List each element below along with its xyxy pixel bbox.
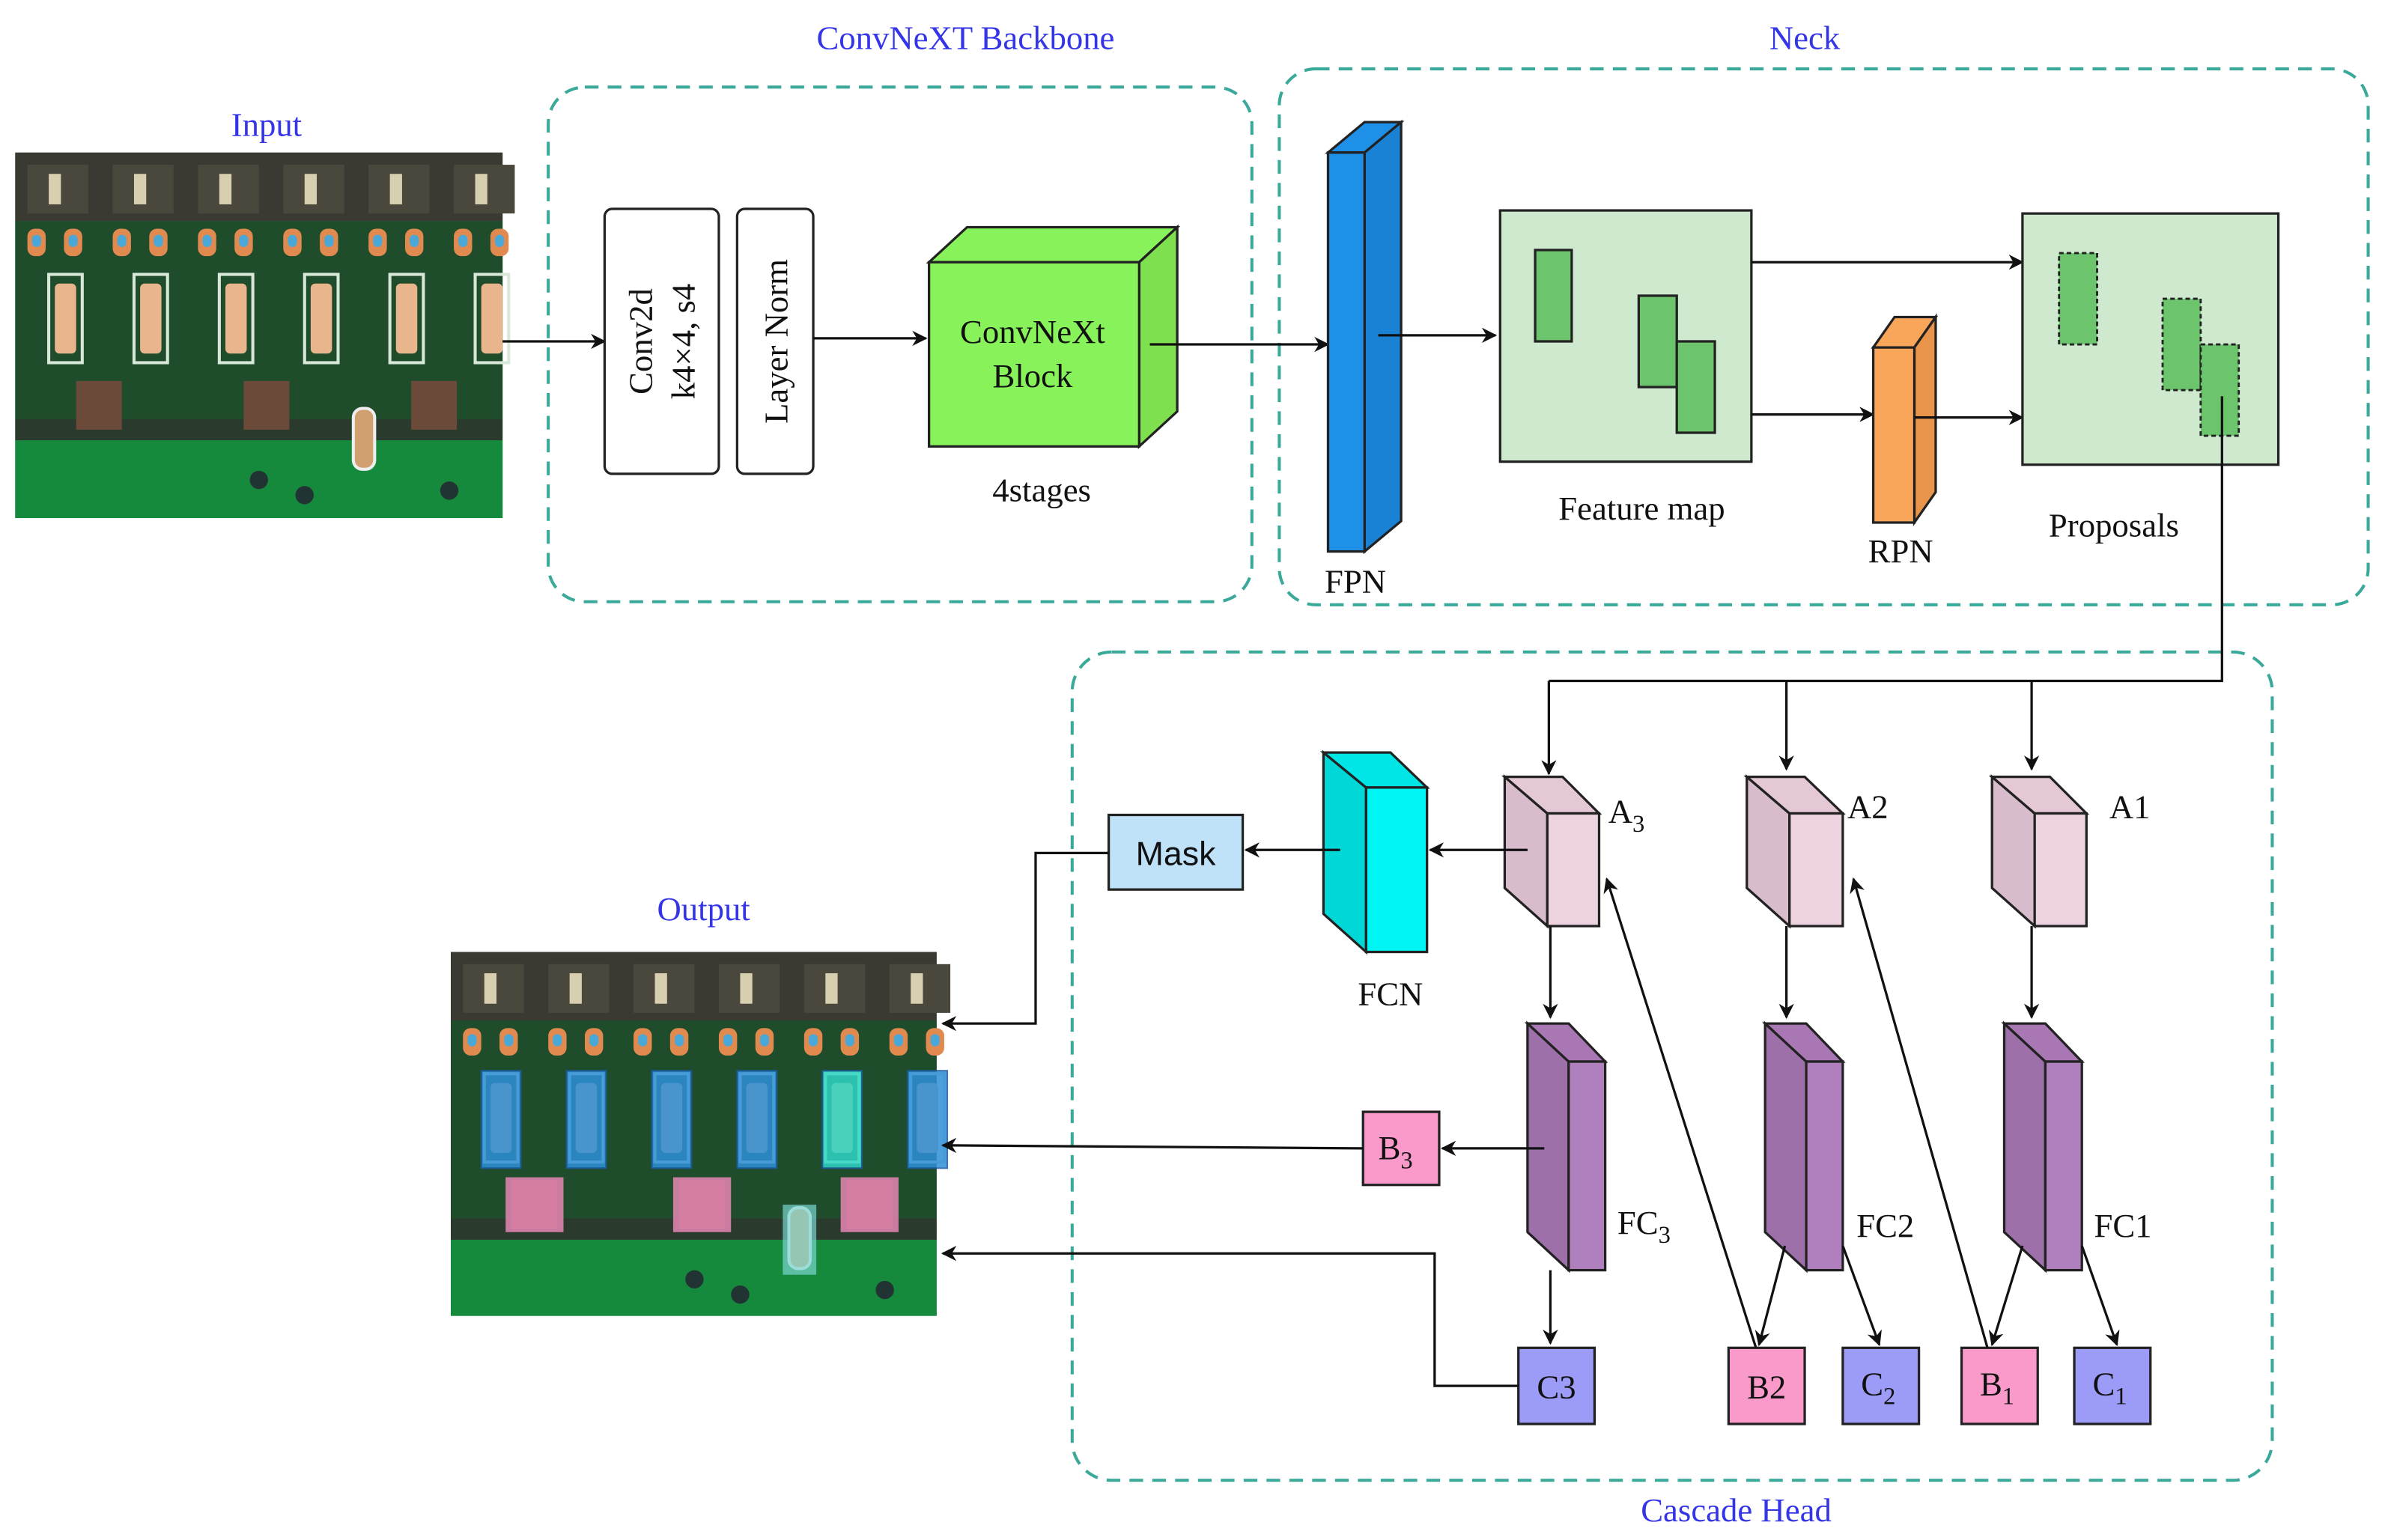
rpn-label: RPN — [1868, 532, 1933, 570]
input-title: Input — [231, 106, 303, 143]
svg-text:C3: C3 — [1537, 1368, 1576, 1405]
c2-box: C2 — [1841, 1346, 1921, 1425]
feature-map — [1498, 209, 1753, 463]
output-title: Output — [657, 890, 750, 928]
proposals — [2021, 212, 2280, 466]
layer-norm-block: Layer Norm — [735, 207, 815, 475]
conv2d-block: Conv2d k4×4, s4 — [603, 207, 720, 475]
neck-container — [1277, 67, 2370, 606]
fc1-label: FC1 — [2094, 1207, 2151, 1244]
conv2d-params-label: k4×4, s4 — [664, 284, 702, 399]
arrow-fc1-to-b1 — [1988, 1245, 2024, 1347]
arrow-fc2-to-c2 — [1841, 1245, 1882, 1347]
a2-block — [1743, 774, 1846, 929]
a3-block — [1501, 774, 1602, 929]
arrow-b3-to-output — [941, 1137, 1364, 1154]
convnext-block-cube: ConvNeXt Block — [926, 224, 1181, 450]
neck-title: Neck — [1769, 19, 1841, 56]
output-pcb-image — [451, 952, 951, 1316]
conv2d-label: Conv2d — [622, 288, 659, 395]
feature-map-label: Feature map — [1558, 490, 1725, 527]
svg-text:B2: B2 — [1747, 1368, 1786, 1405]
fcn-block — [1319, 749, 1430, 955]
svg-text:B3: B3 — [1379, 1129, 1413, 1174]
b2-box: B2 — [1727, 1346, 1806, 1425]
cascade-head-title: Cascade Head — [1641, 1491, 1832, 1529]
c3-box: C3 — [1517, 1346, 1596, 1425]
stages-label: 4stages — [992, 472, 1091, 509]
a1-block — [1988, 774, 2090, 929]
arrow-fc2-to-b2 — [1754, 1245, 1787, 1347]
backbone-title: ConvNeXT Backbone — [816, 19, 1114, 56]
fpn-block — [1324, 119, 1405, 555]
arrow-c3-to-output — [941, 1246, 1519, 1387]
input-pcb-image — [15, 152, 515, 518]
a3-label: A3 — [1608, 793, 1645, 838]
convnext-block-label-1: ConvNeXt — [960, 313, 1105, 350]
fpn-label: FPN — [1325, 563, 1386, 600]
a1-label: A1 — [2109, 788, 2151, 826]
fc3-block — [1524, 1020, 1608, 1273]
mask-box: Mask — [1107, 813, 1245, 891]
svg-text:C1: C1 — [2092, 1365, 2127, 1410]
fc2-block — [1762, 1020, 1846, 1273]
rpn-block — [1871, 313, 1939, 527]
b3-box: B3 — [1361, 1110, 1441, 1187]
svg-text:B1: B1 — [1980, 1365, 2014, 1410]
fc2-label: FC2 — [1856, 1207, 1914, 1244]
mask-label: Mask — [1136, 836, 1217, 873]
svg-text:C2: C2 — [1861, 1365, 1895, 1410]
arrow-b2-to-a3 — [1603, 877, 1757, 1348]
b1-box: B1 — [1960, 1346, 2039, 1425]
arrow-b1-to-a2 — [1850, 877, 1989, 1348]
fcn-label: FCN — [1358, 976, 1423, 1013]
convnext-block-label-2: Block — [992, 357, 1072, 395]
layer-norm-label: Layer Norm — [757, 259, 795, 424]
arrow-fc1-to-c1 — [2080, 1245, 2120, 1347]
proposals-label: Proposals — [2049, 506, 2179, 544]
fc3-label: FC3 — [1617, 1204, 1671, 1249]
cascade-head-container — [1070, 650, 2274, 1482]
c1-box: C1 — [2073, 1346, 2152, 1425]
fc1-block — [2001, 1020, 2085, 1273]
proposals-to-head-line — [1549, 396, 2223, 683]
arrow-mask-to-output — [941, 851, 1109, 1032]
a2-label: A2 — [1847, 788, 1889, 826]
